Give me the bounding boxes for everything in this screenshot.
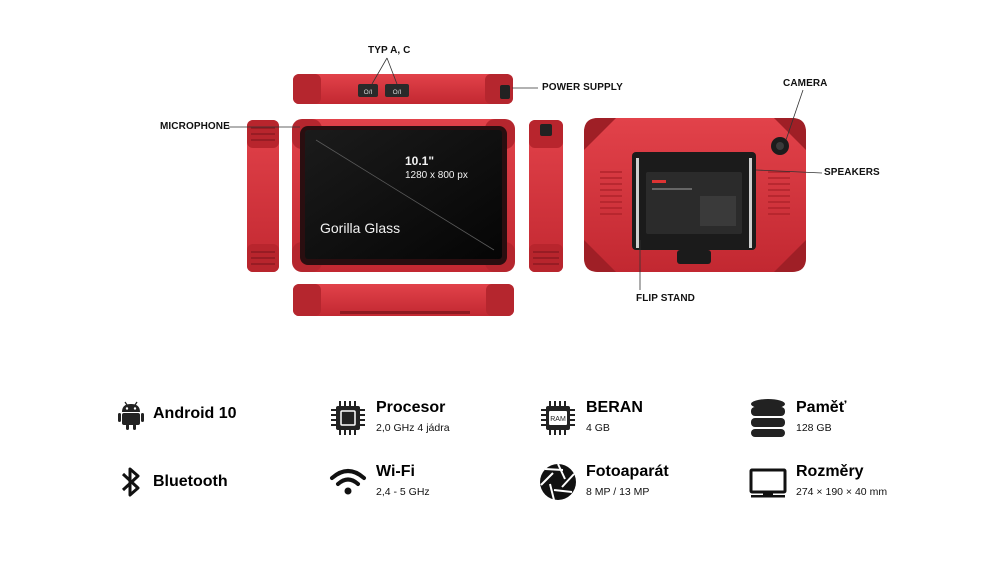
wifi-icon [328, 462, 368, 502]
callout-microphone: MICROPHONE [160, 121, 230, 132]
spec-title: Fotoaparát [586, 463, 669, 480]
spec-value: 274 × 190 × 40 mm [796, 486, 888, 498]
spec-storage: Paměť 128 GB [748, 398, 846, 438]
port-label-1: O/I [364, 89, 373, 96]
screen-resolution-label: 1280 x 800 px [405, 170, 468, 181]
spec-android: Android 10 [111, 396, 237, 436]
callout-lines [228, 57, 823, 290]
spec-title: BERAN [586, 399, 643, 416]
bluetooth-icon [111, 462, 151, 502]
spec-value: 2,0 GHz 4 jádra [376, 422, 450, 434]
top-edge-view: O/I O/I [293, 74, 513, 104]
monitor-icon [748, 462, 788, 502]
spec-title: Rozměry [796, 463, 864, 480]
ram-chip-label: RAM [550, 416, 566, 423]
gorilla-glass-label: Gorilla Glass [320, 220, 401, 236]
spec-bluetooth: Bluetooth [111, 462, 228, 502]
port-label-2: O/I [393, 89, 402, 96]
callout-typ: TYP A, C [368, 45, 411, 56]
android-icon [111, 396, 151, 436]
spec-value: 8 MP / 13 MP [586, 486, 650, 498]
screen-size-label: 10.1" [405, 154, 435, 168]
callout-speakers: SPEAKERS [824, 167, 880, 178]
spec-ram: RAM BERAN 4 GB [538, 398, 643, 438]
tablet-views-illustration: O/I O/I [228, 57, 823, 316]
cpu-icon [328, 398, 368, 438]
spec-value: 4 GB [586, 422, 610, 434]
spec-camera: Fotoaparát 8 MP / 13 MP [538, 462, 669, 502]
spec-title: Paměť [796, 399, 847, 416]
spec-title: Android 10 [153, 405, 237, 422]
product-diagram: O/I O/I [160, 45, 880, 316]
ram-icon: RAM [538, 398, 578, 438]
spec-title: Procesor [376, 399, 446, 416]
callout-flip-stand: FLIP STAND [636, 293, 695, 304]
spec-wifi: Wi-Fi 2,4 - 5 GHz [328, 462, 430, 502]
callout-camera: CAMERA [783, 78, 828, 89]
spec-dimensions: Rozměry 274 × 190 × 40 mm [748, 462, 887, 502]
spec-value: 128 GB [796, 422, 832, 434]
storage-icon [748, 398, 788, 438]
front-view [292, 119, 515, 272]
back-view [584, 118, 806, 272]
left-side-view [247, 120, 279, 272]
callout-power-supply: POWER SUPPLY [542, 82, 623, 93]
spec-value: 2,4 - 5 GHz [376, 486, 430, 498]
camera-aperture-icon [538, 462, 578, 502]
spec-title: Wi-Fi [376, 463, 415, 480]
bottom-edge-view [293, 284, 514, 316]
right-side-view [529, 120, 563, 272]
spec-processor: Procesor 2,0 GHz 4 jádra [328, 398, 450, 438]
spec-title: Bluetooth [153, 473, 228, 490]
